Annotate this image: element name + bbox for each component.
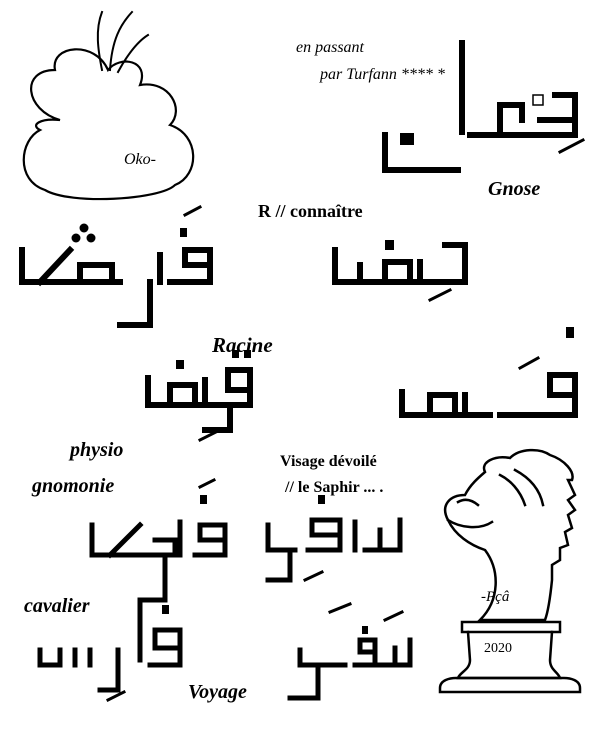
label-gnose: Gnose [488, 178, 541, 200]
label-visage: Visage dévoilé [280, 453, 377, 470]
glyph-safar [287, 602, 413, 701]
glyph-irq [145, 350, 253, 443]
label-physio: physio [70, 439, 124, 461]
glyph-farasha [19, 204, 213, 328]
label-signature: -Pçâ [481, 589, 510, 605]
label-racine: Racine [212, 333, 273, 357]
glyph-irfan [382, 40, 586, 173]
glyph-safir [265, 495, 403, 583]
label-gnomonie: gnomonie [32, 475, 115, 497]
label-cavalier: cavalier [24, 595, 90, 617]
label-voyage: Voyage [188, 681, 247, 703]
chess-knight-icon [438, 448, 582, 694]
label-en-passant: en passant [296, 39, 364, 56]
label-par-turfann: par Turfann **** * [320, 66, 445, 83]
glyph-faras-right [399, 327, 578, 418]
label-r-connaitre: R // connaître [258, 201, 363, 221]
label-year: 2020 [484, 641, 512, 656]
glyph-firasa [89, 477, 228, 603]
glyph-faris [37, 602, 183, 703]
label-saphir: // le Saphir ... . [285, 479, 384, 496]
label-oko: Oko- [124, 151, 156, 168]
glyph-arafa [332, 240, 468, 303]
flower-cloud-icon [22, 10, 195, 201]
